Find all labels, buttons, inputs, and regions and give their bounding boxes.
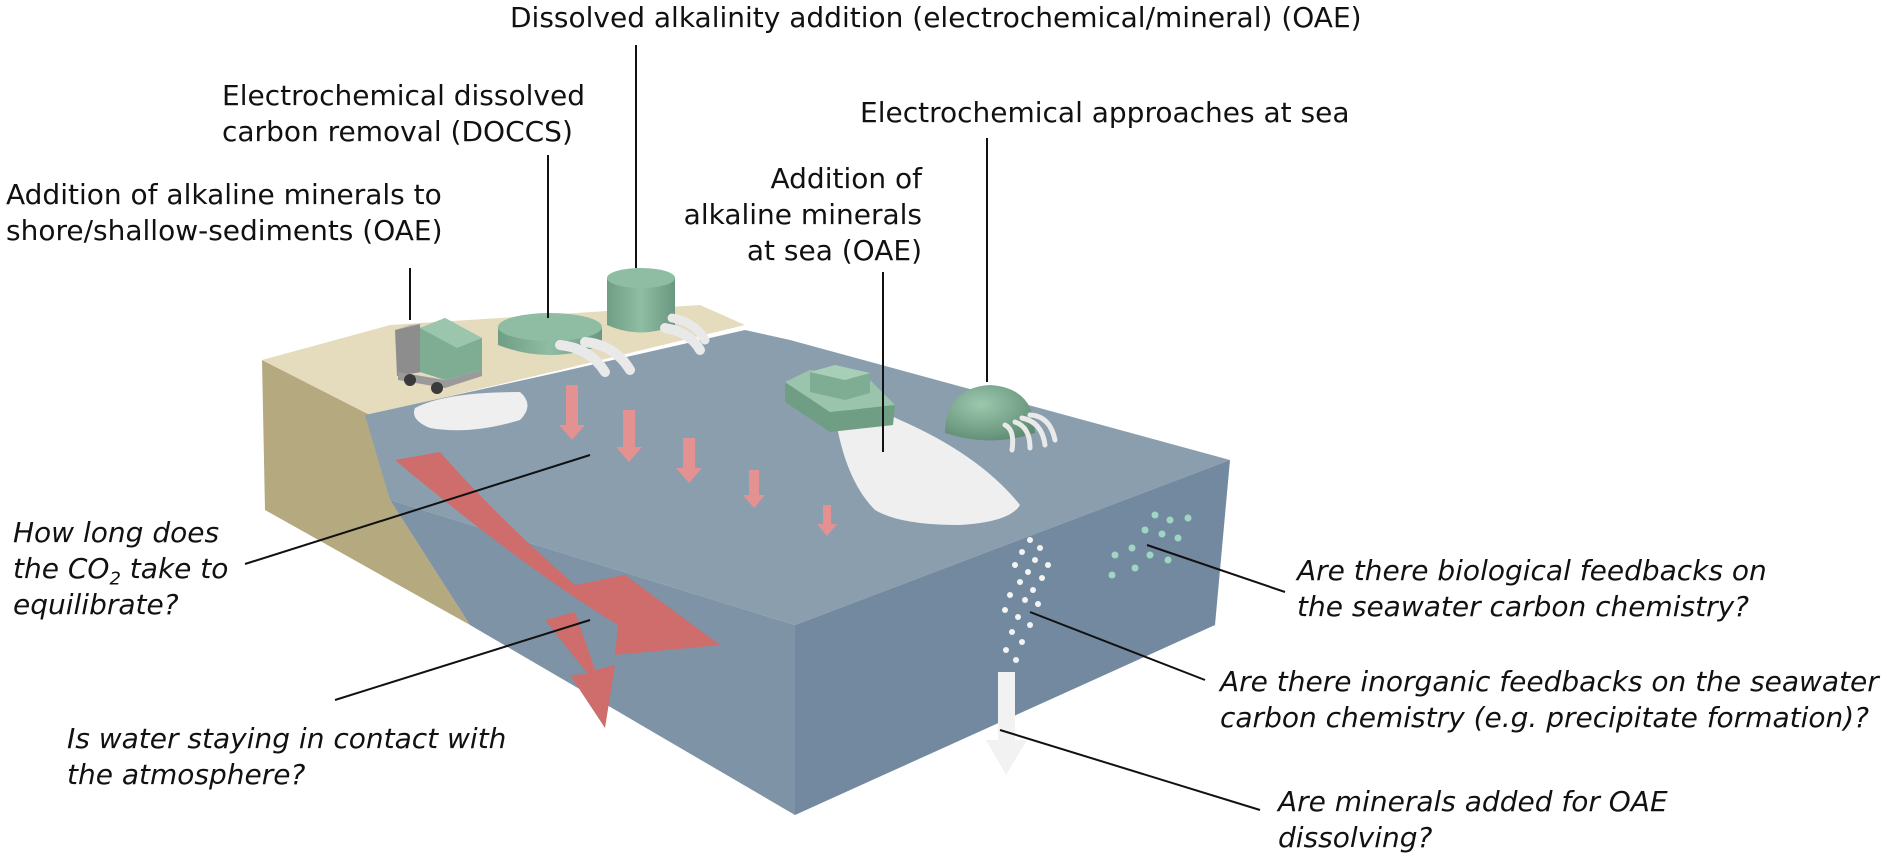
label-shore-minerals: Addition of alkaline minerals to shore/s… [6,177,443,249]
question-equilibrate-line-3: equilibrate? [13,588,179,621]
truck-wheel-1 [404,374,416,386]
truck-cab [395,324,422,376]
label-doccs-line-1: Electrochemical dissolved [222,79,585,112]
leader-equilibrate [244,454,591,565]
alkalinity-cylinder-body [607,278,675,333]
question-equilibrate: How long does the CO2 take to equilibrat… [13,515,228,623]
label-sea-minerals-line-1: Addition of [770,162,922,195]
question-dissolving-line-1: Are minerals added for OAE [1278,785,1668,818]
co2-arrow-4 [743,470,765,508]
shore-mineral-patch [414,392,528,431]
label-shore-minerals-line-2: shore/shallow-sediments (OAE) [6,214,443,247]
question-biological-line-2: the seawater carbon chemistry? [1297,590,1750,623]
co2-arrow-3 [676,438,702,483]
circulation-arrow-main [395,452,720,655]
label-doccs-line-2: carbon removal (DOCCS) [222,115,573,148]
question-biological: Are there biological feedbacks on the se… [1297,553,1767,625]
alkalinity-pipe-1 [660,323,705,355]
sand-side-face [262,360,470,625]
mineral-truck [395,318,482,394]
co2-uptake-arrows [559,385,837,536]
truck-wheel-2 [431,382,443,394]
dome-body [945,385,1035,441]
mineral-sinking-arrow [986,672,1027,775]
circulation-arrows [395,452,720,728]
truck-chassis [398,370,482,388]
label-doccs: Electrochemical dissolved carbon removal… [222,78,585,150]
question-equilibrate-rest: take to [120,552,229,585]
label-sea-minerals: Addition of alkaline minerals at sea (OA… [640,161,922,269]
doccs-pipe-2 [580,337,635,375]
circulation-arrow-down [545,612,615,728]
question-inorganic-line-1: Are there inorganic feedbacks on the sea… [1220,665,1879,698]
label-sea-minerals-line-2: alkaline minerals [683,198,922,231]
alkalinity-cylinder-top [607,268,675,288]
truck-bed-top [420,318,482,348]
dome-pipes [1002,412,1058,453]
label-electro-sea: Electrochemical approaches at sea [860,95,1350,131]
question-inorganic-line-2: carbon chemistry (e.g. precipitate forma… [1220,701,1870,734]
leader-lines [244,45,1286,811]
co2-arrow-1 [559,385,585,440]
biological-particles [1108,511,1192,579]
mineral-ship [785,365,895,432]
sand-top-face [262,305,745,415]
question-equilibrate-line-1: How long does [13,516,220,549]
label-dissolved-alkalinity-text: Dissolved alkalinity addition (electroch… [510,1,1362,34]
doccs-cylinder-top [498,313,602,341]
question-contact: Is water staying in contact with the atm… [67,721,506,793]
ship-cabin-top [810,365,870,380]
label-electro-sea-text: Electrochemical approaches at sea [860,96,1350,129]
electrochemical-dome [945,385,1058,453]
question-dissolving: Are minerals added for OAE dissolving? [1278,784,1668,856]
question-equilibrate-co: the CO [13,552,110,585]
leader-contact [334,619,591,701]
label-shore-minerals-line-1: Addition of alkaline minerals to [6,178,442,211]
alkalinity-pipe-2 [667,313,710,345]
leader-inorganic [1029,611,1206,681]
ocean-front-face [390,500,795,815]
leader-dissolving [999,729,1261,811]
question-dissolving-line-2: dissolving? [1278,821,1433,854]
label-sea-minerals-line-3: at sea (OAE) [746,234,922,267]
ocean-right-face [795,460,1230,815]
doccs-pipe-1 [555,340,610,377]
precipitate-particles [1002,537,1051,663]
shore-block [262,305,745,625]
doccs-plant [498,313,635,377]
question-inorganic: Are there inorganic feedbacks on the sea… [1220,664,1879,736]
leader-biological [1146,544,1286,593]
question-equilibrate-line-2: the CO2 take to [13,551,229,590]
question-contact-line-1: Is water staying in contact with [67,722,507,755]
label-dissolved-alkalinity: Dissolved alkalinity addition (electroch… [510,0,1362,36]
co2-arrow-2 [616,410,642,462]
question-contact-line-2: the atmosphere? [67,758,306,791]
question-biological-line-1: Are there biological feedbacks on [1297,554,1767,587]
co2-arrow-5 [817,505,837,536]
ship-hull-side [785,382,895,432]
alkalinity-plant [607,268,710,355]
question-equilibrate-subscript: 2 [109,568,121,590]
sea-mineral-plume [835,408,1020,525]
